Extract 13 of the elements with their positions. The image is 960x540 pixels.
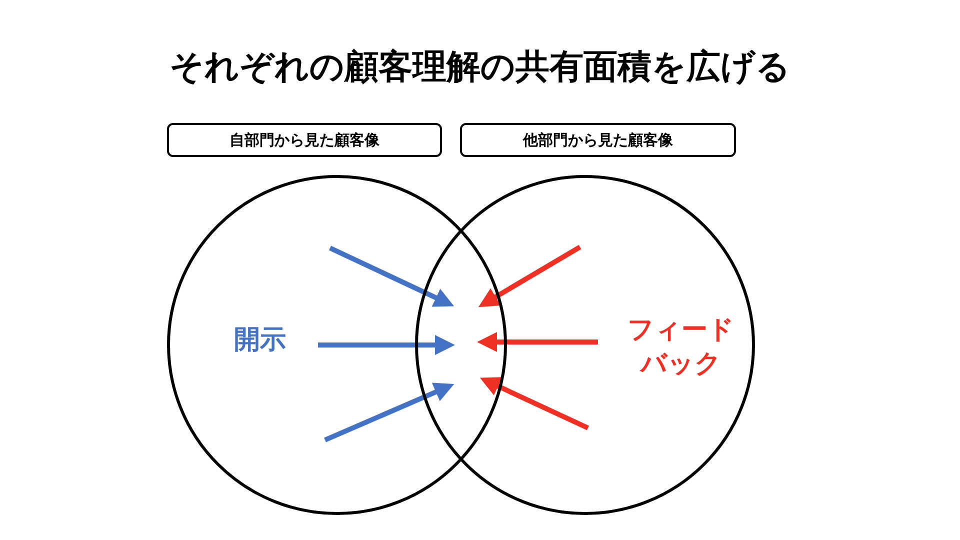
venn-circle <box>167 175 507 515</box>
header-box: 他部門から見た顧客像 <box>460 123 736 157</box>
arrow <box>477 332 598 352</box>
arrow <box>324 382 454 442</box>
arrow <box>478 244 582 308</box>
circle-label: フィードバック <box>626 314 736 381</box>
arrow <box>328 246 454 307</box>
arrow <box>480 377 590 430</box>
venn-circle <box>415 175 755 515</box>
circle-label: 開示 <box>233 324 287 357</box>
title: それぞれの顧客理解の共有面積を広げる <box>168 46 792 89</box>
arrow <box>318 335 455 355</box>
header-box: 自部門から見た顧客像 <box>167 123 442 157</box>
